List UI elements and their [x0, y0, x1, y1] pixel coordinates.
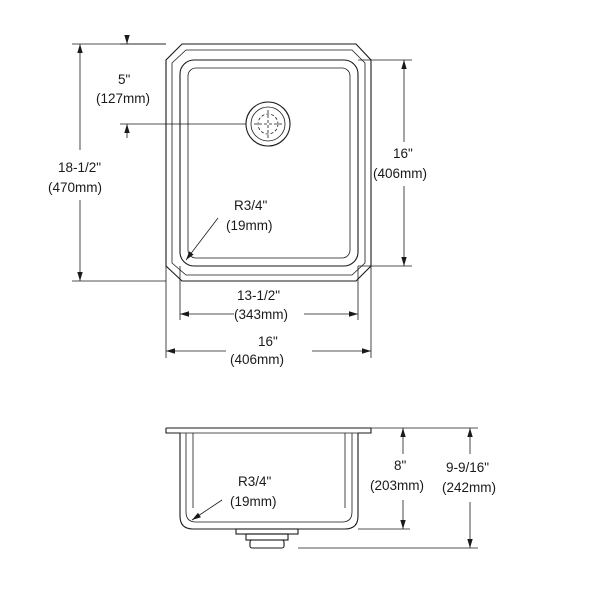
- sink-rim-outline: [165, 43, 372, 282]
- side-radius-mm-label: (19mm): [230, 494, 277, 509]
- overall-depth-mm-label: (470mm): [48, 180, 102, 195]
- side-corner-radius-callout: R3/4" (19mm): [191, 474, 277, 521]
- drain: [245, 101, 291, 147]
- bowl-height-in-label: 8": [394, 458, 407, 473]
- bowl-width-in-label: 13-1/2": [237, 288, 280, 303]
- side-radius-in-label: R3/4": [238, 474, 272, 489]
- bowl-width-mm-label: (343mm): [234, 307, 288, 322]
- bowl-outline: [179, 59, 359, 267]
- offset-mm-label: (127mm): [96, 91, 150, 106]
- overall-width-dimension: 16" (406mm): [165, 266, 372, 367]
- sink-rim-inner: [171, 49, 366, 276]
- top-corner-radius-callout: R3/4" (19mm): [185, 198, 273, 261]
- side-bowl-inner: [185, 433, 353, 523]
- bowl-height-mm-label: (203mm): [370, 478, 424, 493]
- overall-depth-in-label: 18-1/2": [58, 160, 101, 175]
- bowl-inner-outline: [187, 67, 351, 259]
- bowl-height-dimension: 8" (203mm): [358, 427, 424, 530]
- side-view: R3/4" (19mm) 8" (203mm) 9-9/16" (242mm): [165, 427, 496, 549]
- bowl-depth-mm-label: (406mm): [373, 166, 427, 181]
- side-drain: [235, 528, 299, 549]
- overall-width-in-label: 16": [258, 334, 278, 349]
- overall-width-mm-label: (406mm): [230, 352, 284, 367]
- top-radius-in-label: R3/4": [234, 198, 268, 213]
- top-view: 5" (127mm) 18-1/2" (470mm) 16" (406mm) R…: [48, 35, 427, 367]
- overall-height-mm-label: (242mm): [442, 480, 496, 495]
- bowl-width-dimension: 13-1/2" (343mm): [179, 266, 359, 322]
- overall-depth-dimension: 18-1/2" (470mm): [48, 43, 166, 282]
- top-radius-mm-label: (19mm): [226, 218, 273, 233]
- bowl-depth-dimension: 16" (406mm): [358, 59, 427, 267]
- overall-height-dimension: 9-9/16" (242mm): [298, 427, 496, 549]
- overall-height-in-label: 9-9/16": [446, 460, 489, 475]
- offset-dimension: 5" (127mm): [96, 35, 246, 138]
- bowl-depth-in-label: 16": [393, 146, 413, 161]
- offset-in-label: 5": [118, 72, 131, 87]
